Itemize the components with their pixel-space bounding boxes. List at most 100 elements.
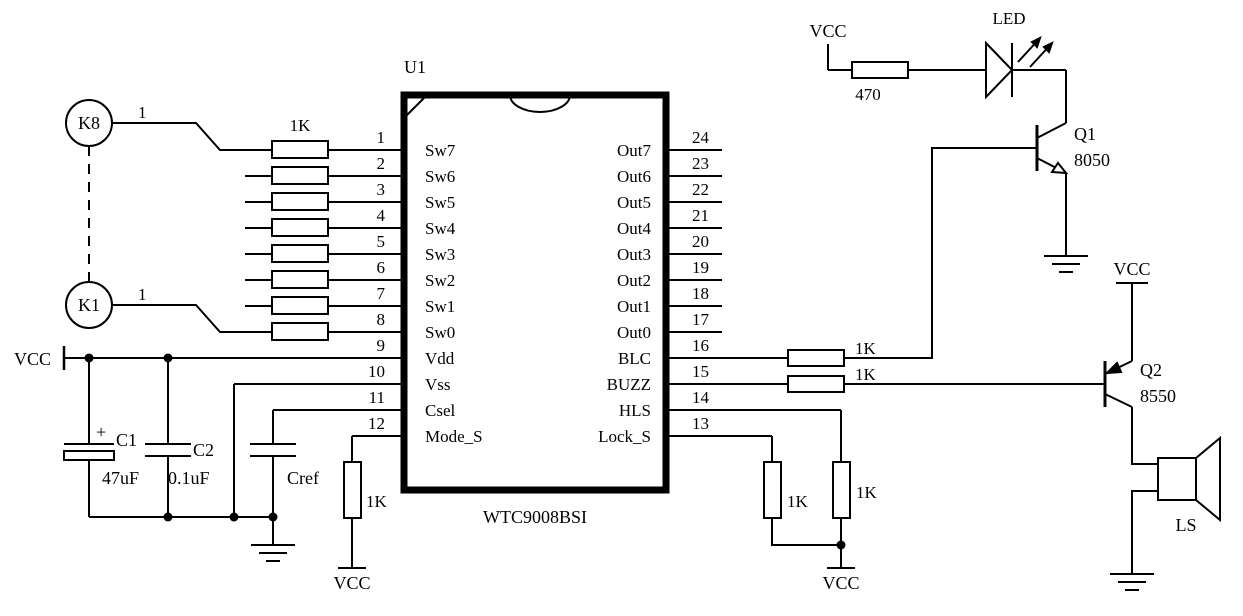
chip-pin1-marker (403, 94, 428, 119)
pin-number: 15 (692, 362, 709, 381)
pin-name: Out3 (617, 245, 651, 264)
pin-name: BLC (618, 349, 651, 368)
pin-number: 2 (377, 154, 386, 173)
q2-ref-label: Q2 (1140, 360, 1162, 380)
pin-number: 6 (377, 258, 386, 277)
pin-number: 11 (369, 388, 385, 407)
pin-name: Sw6 (425, 167, 455, 186)
chip-body (400, 91, 670, 494)
junction-dot (836, 540, 846, 550)
vcc-left-label: VCC (14, 349, 51, 369)
wire (1131, 490, 1158, 574)
pin-name: Sw5 (425, 193, 455, 212)
pin-number: 24 (692, 128, 710, 147)
pin-name: Out7 (617, 141, 652, 160)
wire (771, 518, 841, 546)
q2-emitter-arrow (1104, 361, 1123, 375)
pin-number: 17 (692, 310, 710, 329)
resistor-lock (763, 461, 782, 519)
led-label: LED (992, 9, 1025, 28)
speaker-cone (1195, 435, 1221, 523)
chip-ref-label: U1 (404, 57, 426, 77)
pin-name: Out1 (617, 297, 651, 316)
pin-name: HLS (619, 401, 651, 420)
sw-resistor (271, 296, 329, 315)
pin-number: 8 (377, 310, 386, 329)
key-k8-label: K8 (78, 113, 100, 133)
pin-number: 19 (692, 258, 709, 277)
led-diode (985, 40, 1014, 100)
wire-k1 (112, 304, 272, 333)
q2-collector (1104, 393, 1133, 408)
pin-number: 1 (377, 128, 386, 147)
pin-name: Sw0 (425, 323, 455, 342)
sw-resistor (271, 322, 329, 341)
led-arrowhead (1042, 41, 1054, 54)
pin-number: 22 (692, 180, 709, 199)
pin-name: BUZZ (607, 375, 651, 394)
pin-name: Sw2 (425, 271, 455, 290)
pin-number: 16 (692, 336, 709, 355)
wire-k8 (112, 122, 272, 151)
led-arrowhead (1030, 36, 1042, 49)
pin-number: 3 (377, 180, 386, 199)
pin-number: 21 (692, 206, 709, 225)
wire (1131, 407, 1158, 465)
vcc-mode-label: VCC (333, 573, 370, 593)
cap-c2-value: 0.1uF (168, 468, 210, 488)
q2-part-label: 8550 (1140, 386, 1176, 406)
sw-resistor (271, 244, 329, 263)
pin-number: 23 (692, 154, 709, 173)
vcc-bottom-right-label: VCC (822, 573, 859, 593)
pin-number: 4 (377, 206, 386, 225)
pin-number: 10 (368, 362, 385, 381)
pin-name: Lock_S (598, 427, 651, 446)
pin-name: Mode_S (425, 427, 483, 446)
pin-number: 18 (692, 284, 709, 303)
pin-name: Sw7 (425, 141, 456, 160)
resistor-buzz (787, 375, 845, 393)
junction-dot (84, 353, 94, 363)
pin-name: Out5 (617, 193, 651, 212)
pin-name: Out6 (617, 167, 651, 186)
pin-name: Out4 (617, 219, 652, 238)
resistor-buzz-value: 1K (855, 365, 877, 384)
junction-dot (163, 353, 173, 363)
key-k8-pin-label: 1 (138, 103, 147, 122)
pin-number: 9 (377, 336, 386, 355)
pin-name: Sw1 (425, 297, 455, 316)
pin-number: 14 (692, 388, 710, 407)
pin-name: Csel (425, 401, 456, 420)
pin-name: Out2 (617, 271, 651, 290)
pin-number: 12 (368, 414, 385, 433)
junction-dot (163, 512, 173, 522)
sw-resistor-value: 1K (290, 116, 312, 135)
cap-c2-ref: C2 (193, 440, 214, 460)
chip-part-label: WTC9008BSI (483, 507, 587, 527)
junction-dot (268, 512, 278, 522)
sw-resistor (271, 218, 329, 237)
pin-number: 7 (377, 284, 386, 303)
pin-number: 20 (692, 232, 709, 251)
left-pin-labels: 1Sw72Sw63Sw54Sw45Sw36Sw27Sw18Sw09Vdd10Vs… (368, 128, 483, 446)
resistor-hls-value: 1K (856, 483, 878, 502)
key-k1-label: K1 (78, 295, 100, 315)
q1-ref-label: Q1 (1074, 124, 1096, 144)
sw-resistor (271, 270, 329, 289)
pin-number: 5 (377, 232, 386, 251)
cap-cref-label: Cref (287, 468, 319, 488)
q1-collector (1036, 122, 1067, 139)
cap-c1-value: 47uF (102, 468, 139, 488)
resistor-blc (787, 349, 845, 367)
chip-notch (509, 94, 571, 113)
wire-blc (844, 147, 1037, 359)
pin-number: 13 (692, 414, 709, 433)
pin-name: Out0 (617, 323, 651, 342)
resistor-mode (343, 461, 362, 519)
speaker-body (1157, 457, 1197, 501)
key-k1-pin-label: 1 (138, 285, 147, 304)
speaker-label: LS (1175, 515, 1196, 535)
resistor-hls (832, 461, 851, 519)
